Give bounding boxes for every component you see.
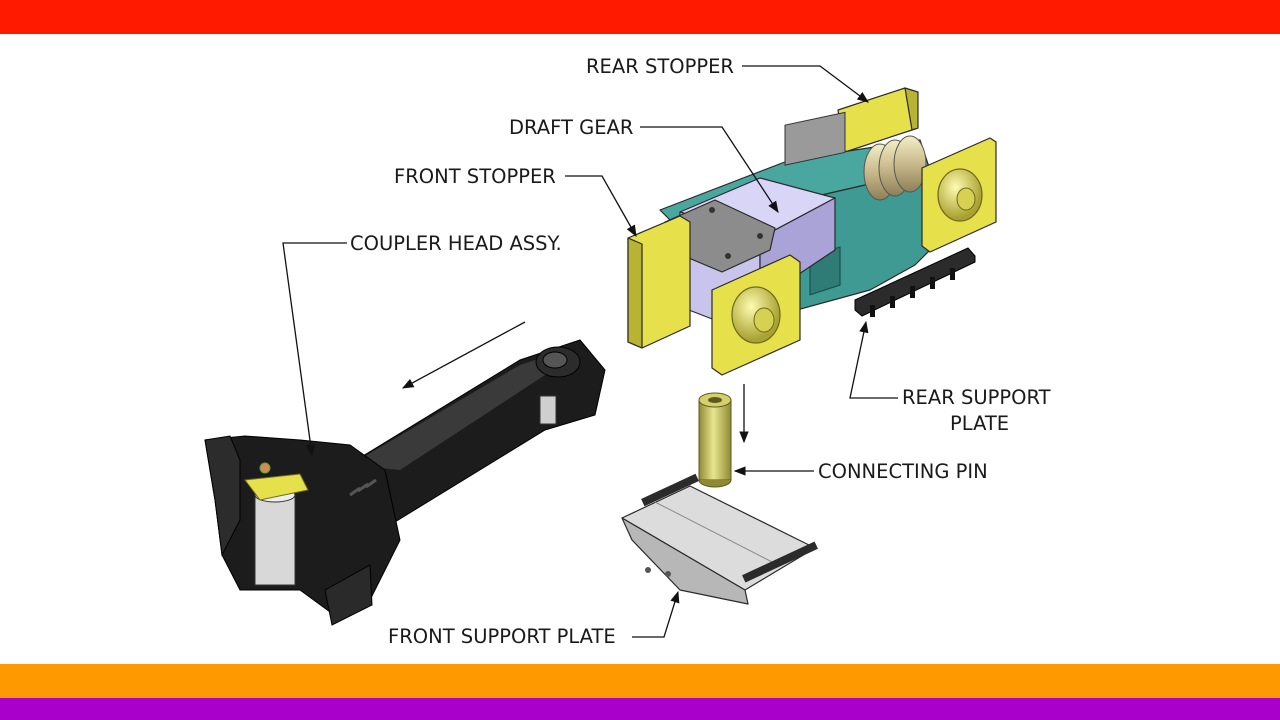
coupler-lock-pin: [259, 462, 271, 474]
spring-disc: [893, 135, 927, 193]
rear-stopper-side: [904, 87, 919, 131]
label-front-support: FRONT SUPPORT PLATE: [388, 625, 616, 648]
coupler-wear-pad: [539, 395, 557, 425]
draft-gear-spring: [784, 111, 927, 201]
label-rear-stopper: REAR STOPPER: [586, 55, 734, 78]
leader-rear-stopper: [742, 65, 869, 103]
rear-boss-block: [921, 137, 997, 253]
plate-rail-left: [641, 473, 699, 507]
bolt: [645, 567, 651, 573]
yoke-assembly: [627, 87, 997, 376]
coupler-lock-yellow: [244, 473, 309, 501]
coupler-ribs: [349, 478, 377, 497]
bolt: [757, 233, 763, 239]
front-stopper-edge: [627, 237, 643, 349]
coupler-knuckle-cylinder: [254, 494, 296, 586]
leader-draft-gear: [640, 126, 779, 213]
coupler-shank-highlight: [350, 352, 560, 470]
label-coupler-head: COUPLER HEAD ASSY.: [350, 232, 562, 255]
rear-support-rail: [854, 247, 976, 317]
pin-bottom: [698, 479, 732, 488]
label-draft-gear: DRAFT GEAR: [509, 116, 633, 139]
coupler-shank: [339, 339, 606, 526]
leader-rear-support: [849, 320, 898, 399]
pin-body: [698, 399, 732, 481]
top-red-band: [0, 0, 1280, 34]
plate-rail-right: [742, 541, 818, 583]
pin-hole: [708, 397, 722, 403]
coupler-tail-pin: [542, 351, 568, 369]
coupler-head-part: [204, 339, 606, 626]
spring-housing: [784, 111, 846, 166]
bottom-orange-band: [0, 664, 1280, 698]
connecting-pin-part: [698, 392, 732, 488]
leader-front-stopper: [565, 175, 637, 238]
front-boss-block: [711, 254, 801, 376]
front-stopper-part: [627, 215, 691, 349]
rear-support-plate-part: [854, 247, 976, 317]
bolt: [725, 253, 731, 259]
leader-coupler-head: [282, 242, 347, 457]
rail-teeth: [870, 268, 955, 317]
label-rear-support-line1: REAR SUPPORT: [902, 386, 1051, 409]
bottom-purple-band: [0, 698, 1280, 720]
bolt: [665, 571, 671, 577]
plate-flange: [621, 517, 749, 605]
label-front-stopper: FRONT STOPPER: [394, 165, 556, 188]
plate-crease: [654, 501, 781, 567]
front-support-plate-part: [621, 473, 818, 605]
coupler-head-knuckle: [204, 435, 241, 557]
rear-boss-center: [956, 187, 976, 211]
leader-front-support: [632, 590, 680, 638]
coupler-head-flange: [324, 564, 373, 626]
motion-arrow-coupler: [401, 321, 526, 389]
label-connecting-pin: CONNECTING PIN: [818, 460, 988, 483]
front-boss-center: [753, 307, 775, 333]
label-rear-support-line2: PLATE: [950, 412, 1009, 435]
bolt: [709, 207, 715, 213]
